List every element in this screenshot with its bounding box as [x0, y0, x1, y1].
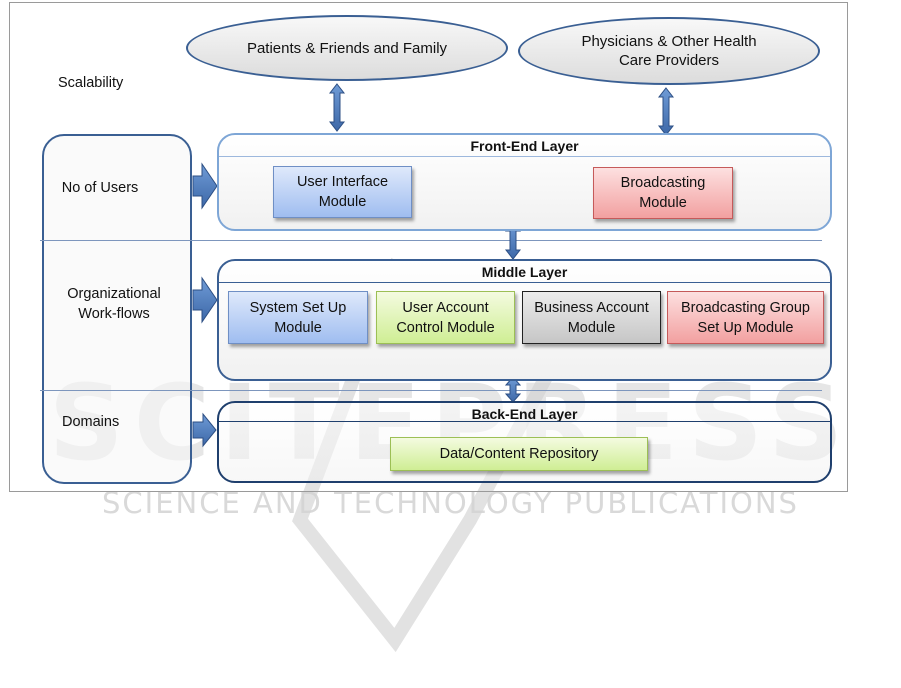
business-account-line2: Module [567, 319, 616, 336]
separator-users [40, 240, 822, 241]
middle-title-rule [219, 282, 830, 283]
stakeholder-patients: Patients & Friends and Family [186, 15, 508, 81]
front-end-title: Front-End Layer [470, 138, 579, 154]
user-account-control-module: User Account Control Module [376, 291, 515, 344]
broadcasting-line1: Broadcasting [620, 175, 706, 191]
stakeholder-patients-label: Patients & Friends and Family [246, 39, 448, 57]
middle-title: Middle Layer [481, 264, 568, 280]
double-arrow-patients [328, 83, 346, 132]
scalability-label: Scalability [58, 75, 124, 91]
broadcasting-group-setup-module: Broadcasting Group Set Up Module [667, 291, 824, 344]
users-label: No of Users [61, 180, 139, 196]
domains-label: Domains [62, 414, 120, 430]
system-setup-line1: System Set Up [249, 299, 347, 316]
workflows-line2: Work-flows [78, 306, 150, 322]
back-end-title: Back-End Layer [471, 406, 578, 422]
double-arrow-physicians [657, 87, 675, 136]
separator-workflows [40, 390, 822, 391]
system-setup-module: System Set Up Module [228, 291, 368, 344]
stakeholder-physicians: Physicians & Other Health Care Providers [518, 17, 820, 85]
user-account-line1: User Account [402, 299, 489, 316]
data-content-repository: Data/Content Repository [390, 437, 648, 471]
user-interface-module: User Interface Module [273, 166, 412, 218]
arrow-users-to-front [192, 162, 218, 210]
system-setup-line2: Module [274, 319, 322, 336]
business-account-module: Business Account Module [522, 291, 661, 344]
workflows-line1: Organizational [67, 286, 161, 302]
arrow-domains-to-back [192, 412, 217, 448]
stakeholder-physicians-line1: Physicians & Other Health [581, 33, 757, 50]
diagram-frame [9, 2, 848, 492]
broadcasting-module: Broadcasting Module [593, 167, 733, 219]
broadcasting-group-line2: Set Up Module [697, 319, 794, 336]
user-interface-line2: Module [318, 194, 367, 210]
front-end-title-rule [219, 156, 830, 157]
business-account-line1: Business Account [534, 299, 649, 316]
broadcasting-group-line1: Broadcasting Group [681, 299, 810, 316]
user-account-line2: Control Module [396, 319, 495, 336]
workflows-label: Organizational Work-flows [50, 284, 178, 324]
back-end-title-rule [219, 421, 830, 422]
user-interface-line1: User Interface [296, 174, 389, 190]
scalability-column [42, 134, 192, 484]
stakeholder-physicians-line2: Care Providers [618, 52, 720, 69]
arrow-workflows-to-middle [192, 276, 218, 324]
broadcasting-line2: Module [639, 195, 687, 211]
